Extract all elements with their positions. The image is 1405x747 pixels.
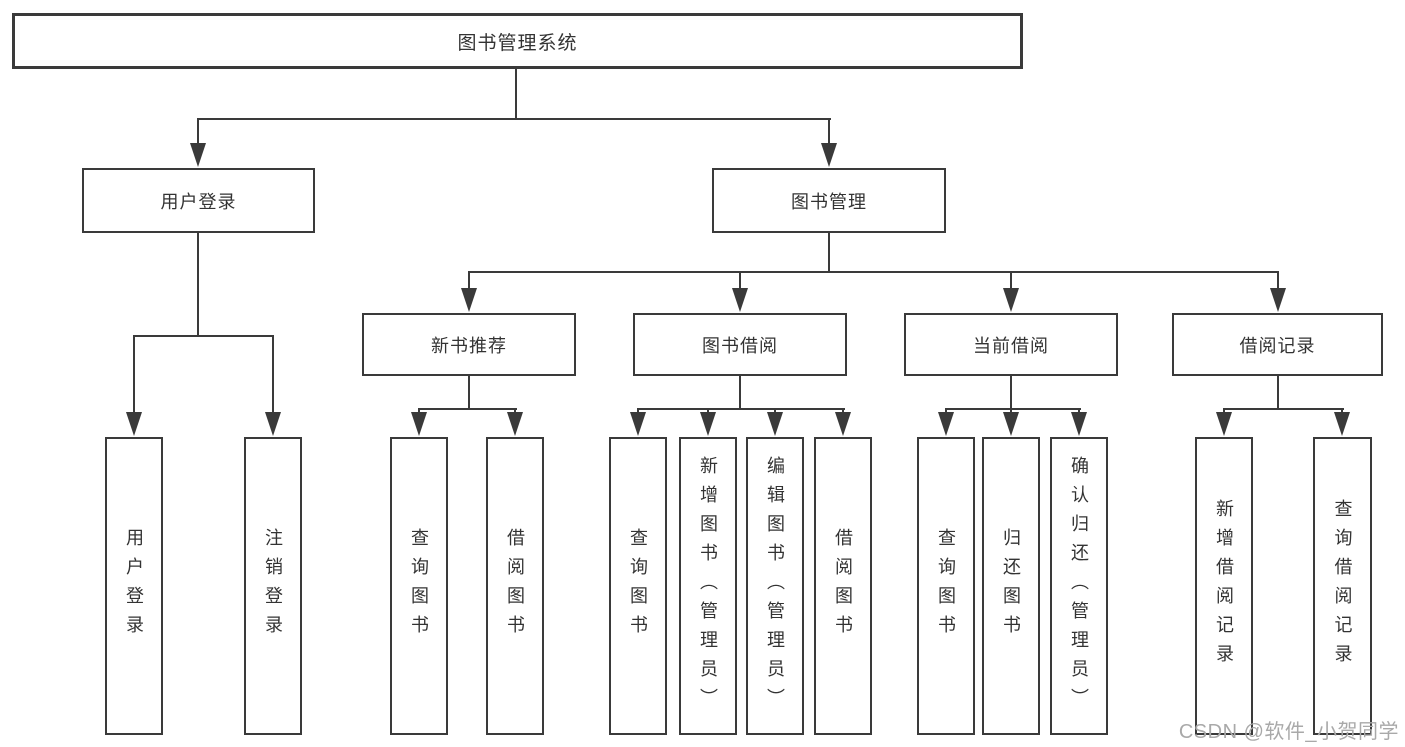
leaf-add-borrow-record: 新增借阅记录 [1195, 437, 1253, 735]
arrow-down-icon [700, 412, 716, 436]
arrow-down-icon [1216, 412, 1232, 436]
connector-line [1277, 376, 1279, 410]
connector-line [739, 271, 741, 291]
leaf-edit-book-admin: 编辑图书（管理员） [746, 437, 804, 735]
arrow-down-icon [1003, 288, 1019, 312]
connector-line [1277, 271, 1279, 291]
leaf-query-books-borrow: 查询图书 [609, 437, 667, 735]
connector-line [133, 335, 274, 337]
node-new-book-recommend: 新书推荐 [362, 313, 576, 376]
arrow-down-icon [265, 412, 281, 436]
connector-line [828, 118, 830, 146]
arrow-down-icon [411, 412, 427, 436]
leaf-borrow-books-recommend: 借阅图书 [486, 437, 544, 735]
arrow-down-icon [1334, 412, 1350, 436]
connector-line [515, 69, 517, 120]
arrow-down-icon [767, 412, 783, 436]
connector-line [272, 335, 274, 415]
leaf-query-books-recommend: 查询图书 [390, 437, 448, 735]
connector-line [1010, 376, 1012, 410]
arrow-down-icon [732, 288, 748, 312]
connector-line [418, 408, 517, 410]
node-user-login: 用户登录 [82, 168, 315, 233]
connector-line [468, 271, 470, 291]
node-borrow-records: 借阅记录 [1172, 313, 1383, 376]
connector-line [197, 118, 199, 146]
connector-line [1010, 271, 1012, 291]
node-library-system: 图书管理系统 [12, 13, 1023, 69]
connector-line [1223, 408, 1344, 410]
connector-line [197, 233, 199, 337]
connector-line [133, 335, 135, 415]
arrow-down-icon [821, 143, 837, 167]
arrow-down-icon [1071, 412, 1087, 436]
leaf-add-book-admin: 新增图书（管理员） [679, 437, 737, 735]
connector-line [468, 376, 470, 410]
arrow-down-icon [1003, 412, 1019, 436]
arrow-down-icon [190, 143, 206, 167]
arrow-down-icon [126, 412, 142, 436]
connector-line [637, 408, 845, 410]
leaf-query-borrow-record: 查询借阅记录 [1313, 437, 1372, 735]
arrow-down-icon [461, 288, 477, 312]
leaf-user-login: 用户登录 [105, 437, 163, 735]
connector-line [828, 233, 830, 273]
watermark: CSDN @软件_小贺同学 [1178, 721, 1399, 743]
connector-line [739, 376, 741, 410]
arrow-down-icon [507, 412, 523, 436]
leaf-logout: 注销登录 [244, 437, 302, 735]
arrow-down-icon [835, 412, 851, 436]
node-book-borrow: 图书借阅 [633, 313, 847, 376]
leaf-confirm-return-admin: 确认归还（管理员） [1050, 437, 1108, 735]
arrow-down-icon [938, 412, 954, 436]
arrow-down-icon [1270, 288, 1286, 312]
connector-line [945, 408, 1081, 410]
leaf-borrow-books: 借阅图书 [814, 437, 872, 735]
node-current-borrow: 当前借阅 [904, 313, 1118, 376]
connector-line [197, 118, 831, 120]
connector-line [468, 271, 1279, 273]
leaf-return-book: 归还图书 [982, 437, 1040, 735]
arrow-down-icon [630, 412, 646, 436]
leaf-query-books-current: 查询图书 [917, 437, 975, 735]
node-book-management: 图书管理 [712, 168, 946, 233]
